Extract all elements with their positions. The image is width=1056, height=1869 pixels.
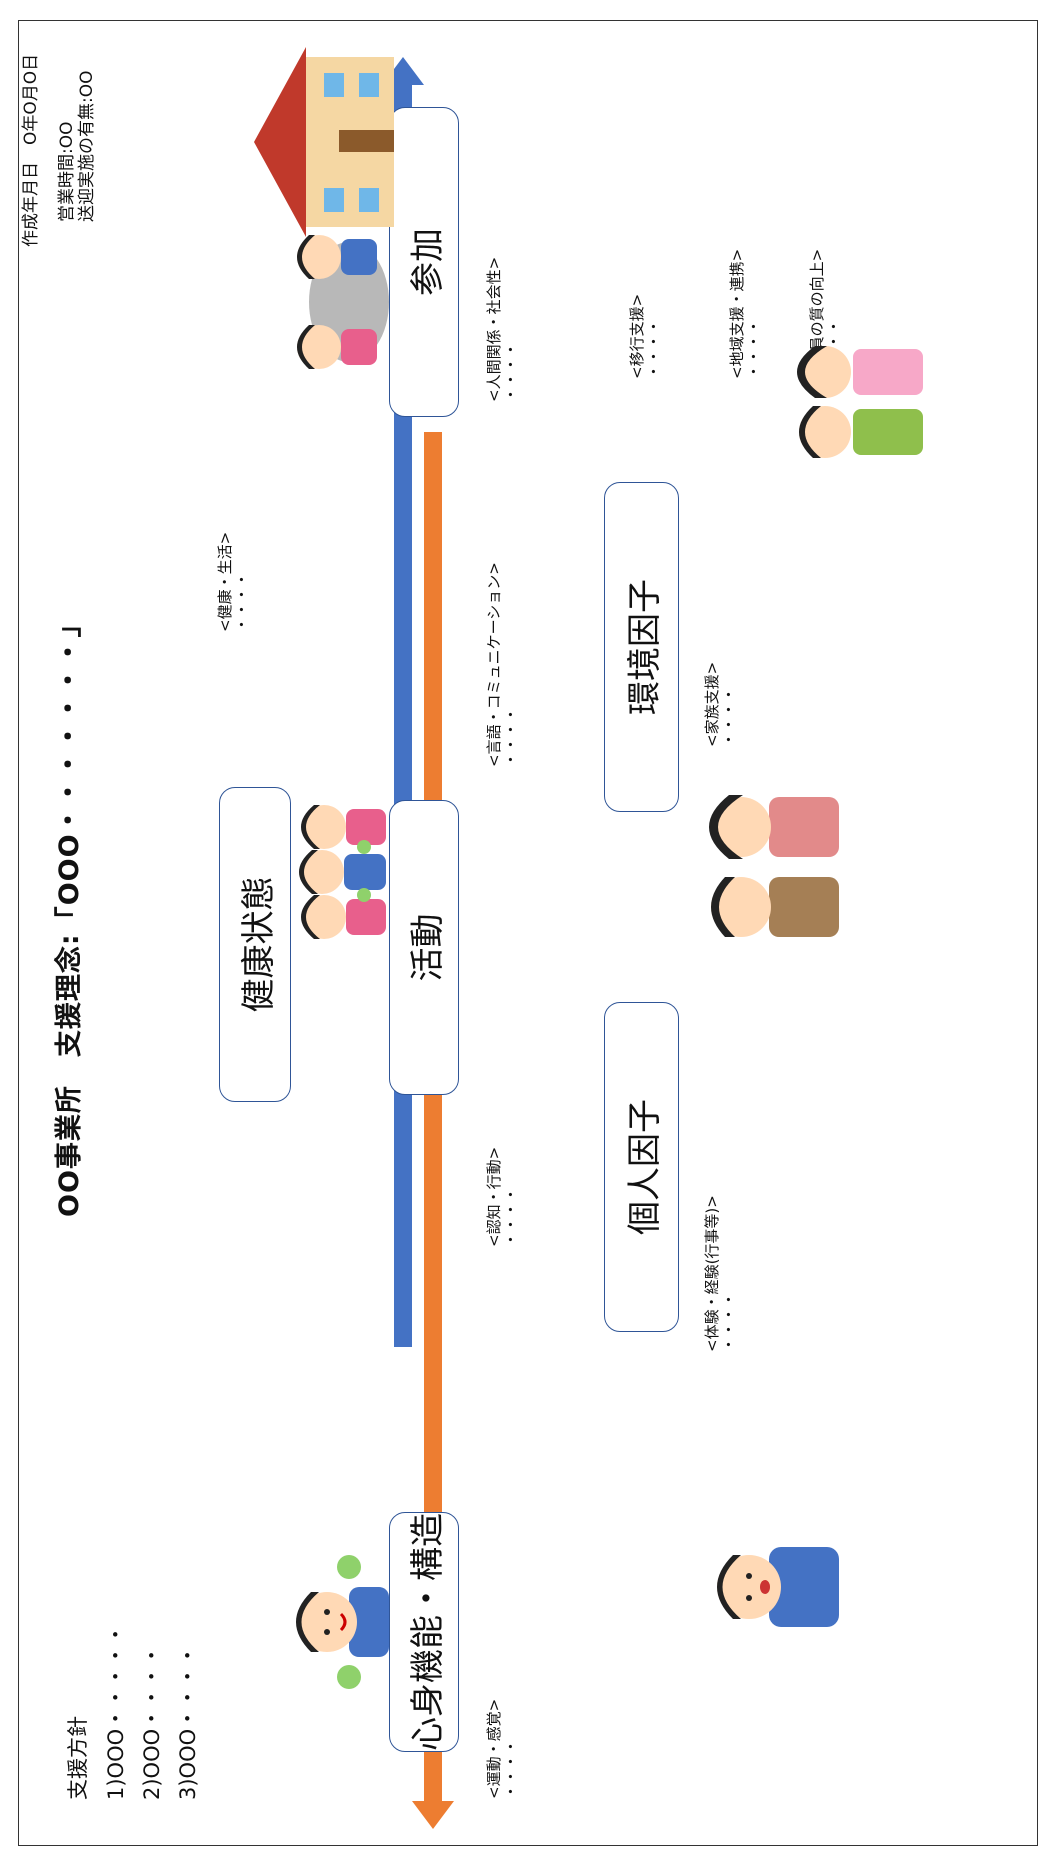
category-transition-label: <移行支援> [628,293,646,379]
health-box: 健康状態 [219,787,291,1102]
category-transition: <移行支援> ・・・・ [628,293,663,379]
category-language-label: <言語・コミュニケーション> [485,562,503,767]
category-motor-dots: ・・・・ [502,1738,520,1799]
category-cognition: <認知・行動> ・・・・ [485,1146,520,1247]
category-motor: <運動・感覚> ・・・・ [485,1698,520,1799]
category-community-dots: ・・・・ [745,318,763,379]
activity-box: 活動 [389,800,459,1095]
child-icon [717,1547,839,1627]
environment-factor-box: 環境因子 [604,482,679,812]
category-social-label: <人間関係・社会性> [485,256,503,402]
orange-arrow [412,432,454,1829]
blue-arrow [382,57,424,1347]
participation-box: 参加 [389,107,459,417]
category-family-label: <家族支援> [703,661,721,747]
playground-children-icon [297,235,389,369]
staff-icon [797,346,923,458]
category-community-label: <地域支援・連携> [728,248,746,379]
category-experience-label: <体験・経験(行事等)> [703,1195,721,1352]
school-building-icon [254,47,394,237]
category-cognition-label: <認知・行動> [485,1146,503,1247]
category-social-dots: ・・・・ [502,341,520,402]
category-health-dots: ・・・・ [233,571,251,632]
category-experience: <体験・経験(行事等)> ・・・・ [703,1195,738,1352]
children-group-icon [299,805,386,939]
category-language: <言語・コミュニケーション> ・・・・ [485,562,520,767]
body-function-box: 心身機能・構造 [389,1512,459,1752]
category-health: <健康・生活> ・・・・ [216,531,251,632]
document-frame: OO事業所 支援理念:「OOO・・・・・・・」 作成年月日 O年O月O日 営業時… [18,20,1038,1846]
landscape-layout: OO事業所 支援理念:「OOO・・・・・・・」 作成年月日 O年O月O日 営業時… [19,21,1039,1847]
category-transition-dots: ・・・・ [645,318,663,379]
category-health-label: <健康・生活> [216,531,234,632]
arrows [382,57,454,1829]
parents-icon [709,795,839,937]
personal-factor-box: 個人因子 [604,1002,679,1332]
child-icon [296,1555,389,1689]
category-experience-dots: ・・・・ [720,1291,738,1352]
category-community: <地域支援・連携> ・・・・ [728,248,763,379]
category-language-dots: ・・・・ [502,706,520,767]
category-family: <家族支援> ・・・・ [703,661,738,747]
category-motor-label: <運動・感覚> [485,1698,503,1799]
category-social: <人間関係・社会性> ・・・・ [485,256,520,402]
category-cognition-dots: ・・・・ [502,1186,520,1247]
category-family-dots: ・・・・ [720,686,738,747]
